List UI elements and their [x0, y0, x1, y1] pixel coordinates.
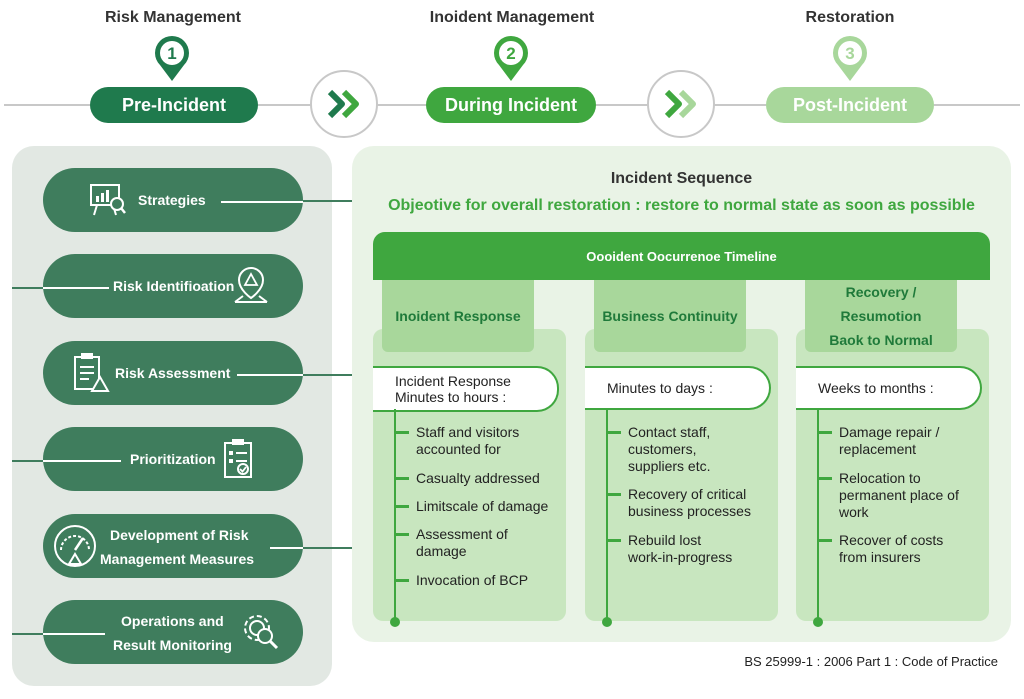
- timeline-vline-recovery: [817, 409, 819, 621]
- column-head-response: Inoident Response: [382, 280, 534, 352]
- phase-number-1: 1: [167, 44, 176, 63]
- phase-pill-pre-incident: Pre-Incident: [90, 87, 258, 123]
- item-tick: [395, 533, 409, 536]
- footer-source: BS 25999-1 : 2006 Part 1 : Code of Pract…: [744, 654, 998, 669]
- risk-management-panel: [12, 146, 332, 686]
- risk-item-identification: Risk Identifioation: [43, 254, 303, 318]
- gear-search-icon: [244, 615, 279, 650]
- item-tick: [395, 477, 409, 480]
- item-tick: [818, 431, 832, 434]
- risk-item-label: Prioritization: [130, 451, 216, 467]
- chevron-circle-1: [310, 70, 378, 138]
- risk-item-label-line1: Operations and: [121, 613, 224, 629]
- time-line-1: Incident Response: [395, 373, 511, 389]
- divider: [221, 201, 303, 203]
- item-tick: [395, 579, 409, 582]
- objective-text: Objeotive for overall restoration : rest…: [388, 197, 975, 214]
- phase-title-2: Inoident Management: [429, 9, 595, 26]
- connector-operations: [12, 633, 43, 635]
- phase-pill-post-incident: Post-Incident: [766, 87, 934, 123]
- divider: [43, 633, 105, 635]
- checklist-icon: [224, 439, 252, 478]
- timeline-vline-continuity: [606, 409, 608, 621]
- risk-item-label: Strategies: [138, 192, 206, 208]
- divider: [43, 460, 121, 462]
- phase-line-right: [934, 104, 1020, 106]
- chevron-circle-2: [647, 70, 715, 138]
- phase-number-3: 3: [845, 44, 854, 63]
- column-head-continuity: Business Continuity: [594, 280, 746, 352]
- phase-pill-during-incident: During Incident: [426, 87, 596, 123]
- risk-item-label: Risk Identifioation: [113, 278, 235, 294]
- item-tick: [607, 493, 621, 496]
- phase-title-3: Restoration: [805, 9, 895, 26]
- chart-presentation-icon: [90, 184, 126, 216]
- phase-title-1: Risk Management: [104, 9, 242, 26]
- item-tick: [818, 477, 832, 480]
- timeline-bar: Oooident Oocurrenoe Timeline: [373, 232, 990, 280]
- divider: [237, 374, 303, 376]
- double-chevron-icon: [327, 89, 359, 119]
- recovery-item-1: Damage repair /replacement: [839, 424, 940, 457]
- connector-identification: [12, 287, 43, 289]
- response-item-3: Limitscale of damage: [416, 498, 549, 514]
- response-item-2: Casualty addressed: [416, 470, 540, 486]
- column-head-label-line2: Baok to Normal: [829, 332, 933, 348]
- connector-assessment: [303, 374, 352, 376]
- column-head-label: Business Continuity: [602, 308, 738, 324]
- column-head-recovery: Recovery / Resumotion Baok to Normal: [805, 280, 957, 352]
- item-tick: [607, 539, 621, 542]
- connector-development: [303, 547, 352, 549]
- phase-number-2: 2: [506, 44, 515, 63]
- risk-item-label: Risk Assessment: [115, 365, 231, 381]
- time-box-recovery: Weeks to months :: [796, 366, 982, 410]
- item-tick: [818, 539, 832, 542]
- risk-item-label-line2: Management Measures: [100, 551, 255, 567]
- time-box-continuity: Minutes to days :: [585, 366, 771, 410]
- divider: [43, 287, 109, 289]
- risk-item-label-line1: Development of Risk: [110, 527, 249, 543]
- risk-item-strategies: Strategies: [43, 168, 303, 232]
- timeline-label: Oooident Oocurrenoe Timeline: [586, 248, 777, 264]
- gauge-warning-icon: [54, 525, 96, 567]
- risk-item-operations: Operations and Result Monitoring: [43, 600, 303, 664]
- time-line-1: Weeks to months :: [818, 380, 934, 396]
- time-line-2: Minutes to hours :: [395, 389, 507, 405]
- response-item-5: Invocation of BCP: [416, 572, 529, 588]
- risk-item-development: Development of Risk Management Measures: [43, 514, 303, 578]
- timeline-dot-recovery: [813, 617, 823, 627]
- continuity-item-1: Contact staff,customers,suppliers etc.: [628, 424, 711, 474]
- time-box-response: Incident Response Minutes to hours :: [373, 366, 559, 412]
- column-head-label: Inoident Response: [395, 308, 521, 324]
- item-tick: [395, 431, 409, 434]
- risk-item-assessment: Risk Assessment: [43, 341, 303, 405]
- item-tick: [395, 505, 409, 508]
- risk-item-prioritization: Prioritization: [43, 427, 303, 491]
- risk-item-label-line2: Result Monitoring: [113, 637, 232, 653]
- double-chevron-icon: [664, 89, 696, 119]
- time-line-1: Minutes to days :: [607, 380, 713, 396]
- clipboard-warning-icon: [74, 353, 110, 392]
- phase-pin-3: 3: [833, 35, 867, 81]
- phase-pin-1: 1: [155, 35, 189, 81]
- connector-strategies: [303, 200, 352, 202]
- timeline-dot-response: [390, 617, 400, 627]
- sequence-title: Incident Sequence: [610, 170, 753, 187]
- item-tick: [607, 431, 621, 434]
- connector-prioritization: [12, 460, 43, 462]
- divider: [270, 547, 303, 549]
- timeline-dot-continuity: [602, 617, 612, 627]
- warning-location-icon: [234, 266, 268, 303]
- phase-pin-2: 2: [494, 35, 528, 81]
- column-head-label-line1: Recovery / Resumotion: [840, 284, 922, 324]
- timeline-vline-response: [394, 409, 396, 621]
- phase-line-left: [4, 104, 90, 106]
